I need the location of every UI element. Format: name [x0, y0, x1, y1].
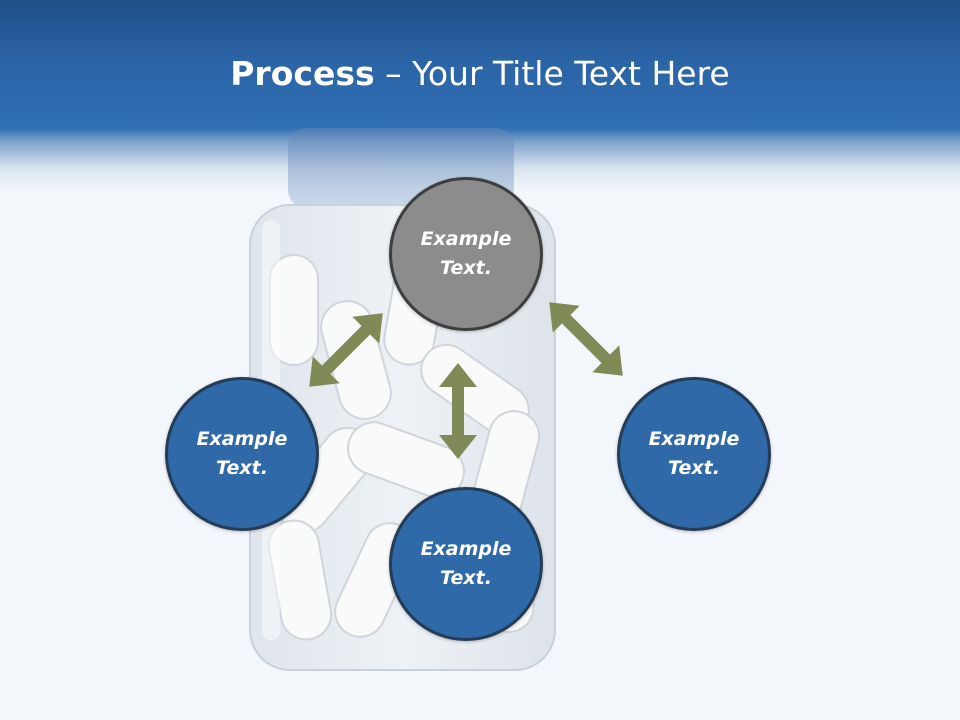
arrow-vertical [439, 363, 477, 459]
node-left-label: Example Text. [196, 428, 288, 479]
node-top-label: Example Text. [420, 228, 512, 279]
node-top: Example Text. [389, 177, 543, 331]
title-bold: Process [230, 54, 375, 93]
node-bottom: Example Text. [389, 487, 543, 641]
title-rest: – Your Title Text Here [374, 54, 730, 93]
node-right-label: Example Text. [648, 428, 740, 479]
arrow-left-top [309, 313, 383, 387]
node-left: Example Text. [165, 377, 319, 531]
arrow-top-right [549, 302, 623, 376]
slide-title: Process – Your Title Text Here [0, 52, 960, 96]
node-bottom-label: Example Text. [420, 538, 512, 589]
node-right: Example Text. [617, 377, 771, 531]
